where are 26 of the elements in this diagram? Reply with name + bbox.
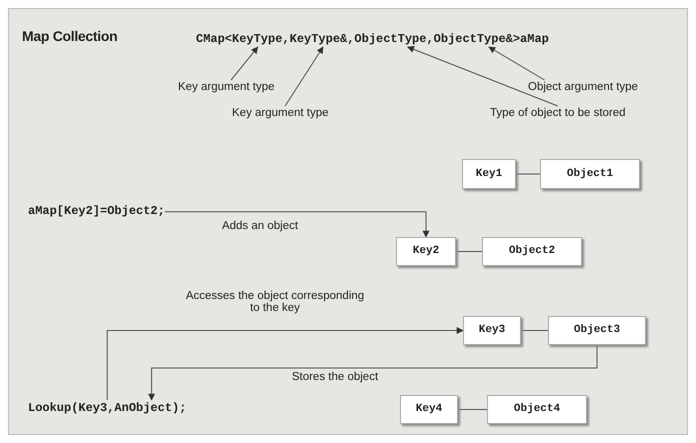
diagram-title: Map Collection: [22, 28, 118, 44]
code-text: CMap<KeyType,KeyType&,ObjectType,ObjectType&>aMap: [196, 31, 549, 47]
code-text: Lookup(Key3,AnObject);: [28, 400, 186, 416]
process-box: Key1: [462, 159, 516, 189]
arrow: [164, 211, 430, 238]
annotation-text: Key argument type: [232, 106, 329, 120]
process-box: Object3: [548, 316, 646, 345]
annotation-text: Type of object to be stored: [490, 106, 626, 120]
annotation-text: Key argument type: [178, 80, 275, 94]
process-box: Key2: [396, 237, 456, 266]
process-box: Key4: [400, 395, 458, 424]
leader-line: [230, 46, 258, 80]
connector-line: [456, 251, 482, 252]
process-box: Key3: [463, 316, 521, 345]
leader-line: [407, 46, 558, 106]
process-box: Object2: [482, 237, 582, 266]
leader-line: [284, 46, 324, 106]
arrow: [148, 344, 598, 401]
leader-line: [488, 46, 545, 80]
connector-line: [458, 409, 488, 410]
annotation-text: Object argument type: [528, 80, 638, 94]
process-box: Object4: [487, 395, 587, 424]
code-text: aMap[Key2]=Object2;: [28, 203, 165, 219]
process-box: Object1: [540, 159, 640, 189]
arrow: [106, 327, 464, 400]
connector-line: [520, 330, 548, 331]
